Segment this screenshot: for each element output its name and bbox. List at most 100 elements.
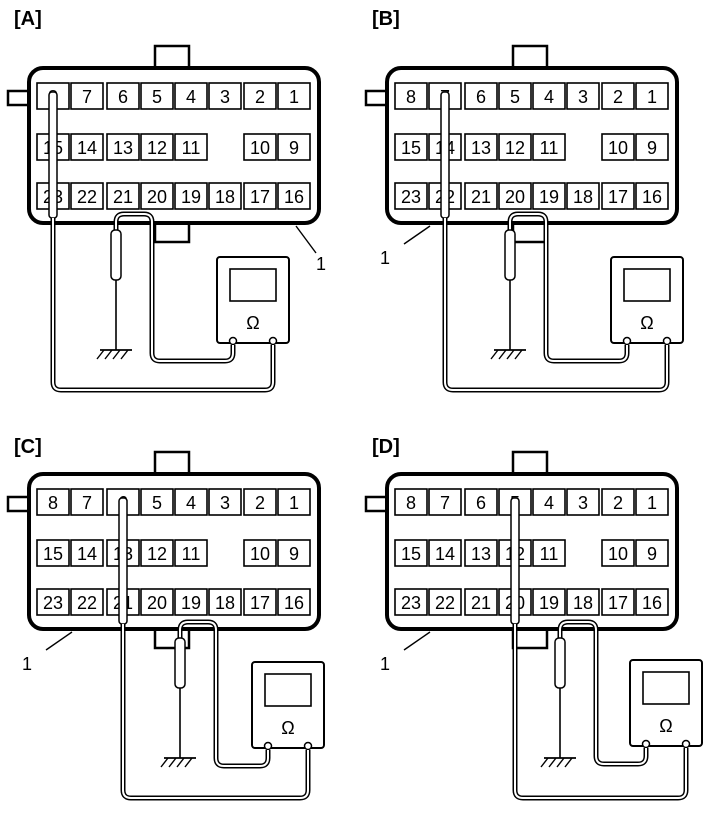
pin-12-box: [498, 133, 532, 161]
pin-6-box: [464, 488, 498, 516]
ohm-symbol: Ω: [281, 718, 294, 738]
pin-13-box: [464, 539, 498, 567]
pin-3-box: [208, 82, 242, 110]
connector-panel-a: 87654321151413121110923222120191817161: [6, 44, 326, 274]
pin-10-label: 10: [608, 544, 628, 564]
pin-9-box: [277, 133, 311, 161]
pin-11-label: 11: [540, 544, 559, 564]
pin-11-label: 11: [182, 544, 201, 564]
pin-22-box: [70, 182, 104, 210]
pin-17-label: 17: [608, 187, 628, 207]
pin-16-label: 16: [642, 593, 662, 613]
meter-terminal-right: [268, 336, 278, 346]
ground-hatch: [168, 757, 177, 768]
pin-1-box: [277, 82, 311, 110]
pin-11-box: [174, 133, 208, 161]
callout-number: 1: [380, 248, 390, 268]
pin-14-label: 14: [77, 544, 97, 564]
pin-16-box: [635, 182, 669, 210]
pin-20-box: [140, 182, 174, 210]
pin-12-box: [140, 133, 174, 161]
pin-5-label: 5: [510, 87, 520, 107]
pin-4-box: [174, 488, 208, 516]
pin-3-box: [566, 488, 600, 516]
pin-23-label: 23: [43, 593, 63, 613]
meter-terminal-left: [622, 336, 632, 346]
pin-2-box: [601, 82, 635, 110]
pin-11-label: 11: [540, 138, 559, 158]
panel-label-b: [B]: [372, 8, 400, 30]
meter-terminal-left: [263, 741, 273, 751]
pin-22-label: 22: [77, 593, 97, 613]
pin-23-box: [394, 182, 428, 210]
pin-14-box: [70, 539, 104, 567]
ground-hatch: [176, 757, 185, 768]
pin-22-box: [428, 588, 462, 616]
pin-16-label: 16: [642, 187, 662, 207]
ground-hatch: [506, 349, 515, 360]
pin-6-label: 6: [476, 493, 486, 513]
ohm-symbol: Ω: [640, 313, 653, 333]
pin-5-box: [140, 82, 174, 110]
pin-5-label: 5: [152, 87, 162, 107]
pin-20-label: 20: [147, 593, 167, 613]
pin-17-box: [601, 182, 635, 210]
pin-15-label: 15: [43, 544, 63, 564]
ohmmeter-display: [623, 268, 671, 302]
pin-2-label: 2: [613, 493, 623, 513]
ground-lead: [559, 621, 647, 765]
panel-label-a: [A]: [14, 8, 42, 30]
ground-lead: [115, 213, 234, 362]
pin-18-label: 18: [573, 593, 593, 613]
pin-21-label: 21: [471, 187, 491, 207]
pin-20-label: 20: [147, 187, 167, 207]
connector-panel-d: 87654321151413121110923222120191817161: [364, 450, 679, 674]
pin-20-box: [498, 182, 532, 210]
ground-hatch: [96, 349, 105, 360]
pin-23-label: 23: [401, 593, 421, 613]
pin-8-box: [394, 82, 428, 110]
pin-22-label: 22: [77, 187, 97, 207]
pin-9-label: 9: [289, 138, 299, 158]
pin-4-label: 4: [544, 493, 554, 513]
test-probe: [118, 497, 128, 625]
pin-6-box: [106, 82, 140, 110]
pin-18-box: [566, 182, 600, 210]
pin-7-label: 7: [82, 87, 92, 107]
callout-number: 1: [22, 654, 32, 674]
callout-leader: [403, 631, 431, 651]
pin-18-box: [208, 182, 242, 210]
callout-leader: [295, 225, 317, 254]
pin-19-label: 19: [181, 593, 201, 613]
pin-10-label: 10: [608, 138, 628, 158]
pin-21-box: [106, 182, 140, 210]
pin-13-label: 13: [471, 544, 491, 564]
meter-terminal-right: [303, 741, 313, 751]
ground-icon: [490, 349, 526, 360]
pin-16-box: [635, 588, 669, 616]
pin-10-box: [601, 133, 635, 161]
pin-23-box: [394, 588, 428, 616]
pin-4-box: [174, 82, 208, 110]
pin-1-box: [277, 488, 311, 516]
ohmmeter: Ω: [610, 256, 684, 346]
pin-15-box: [394, 133, 428, 161]
ground-hatch: [564, 757, 573, 768]
ground-hatch: [556, 757, 565, 768]
ground-hatch: [160, 757, 169, 768]
pin-4-label: 4: [186, 87, 196, 107]
pin-12-box: [140, 539, 174, 567]
ground-probe-handle: [110, 229, 122, 281]
pin-9-box: [277, 539, 311, 567]
pin-16-box: [277, 182, 311, 210]
pin-10-box: [243, 133, 277, 161]
connector-panel-c: 87654321151413121110923222120191817161: [6, 450, 321, 674]
meter-lead: [514, 624, 687, 799]
ground-probe-handle: [554, 637, 566, 689]
pin-4-box: [532, 82, 566, 110]
test-probe: [48, 91, 58, 219]
ground-hatch: [112, 349, 121, 360]
pin-7-box: [70, 488, 104, 516]
pin-13-box: [464, 133, 498, 161]
callout-number: 1: [380, 654, 390, 674]
